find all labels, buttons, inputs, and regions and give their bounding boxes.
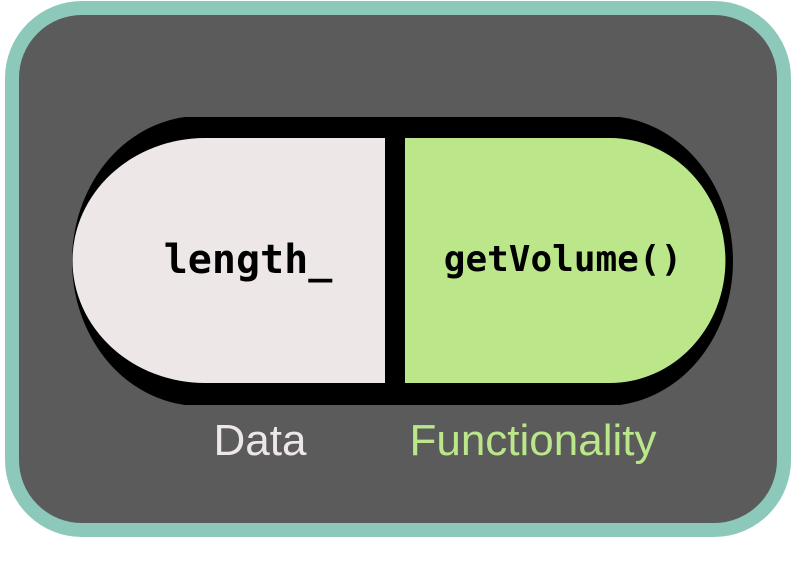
data-label: Data [214, 416, 307, 465]
data-half [72, 138, 386, 383]
function-half [405, 138, 726, 383]
function-member-text: getVolume() [444, 239, 682, 280]
data-member-text: length_ [164, 237, 333, 283]
functionality-label: Functionality [409, 416, 656, 465]
